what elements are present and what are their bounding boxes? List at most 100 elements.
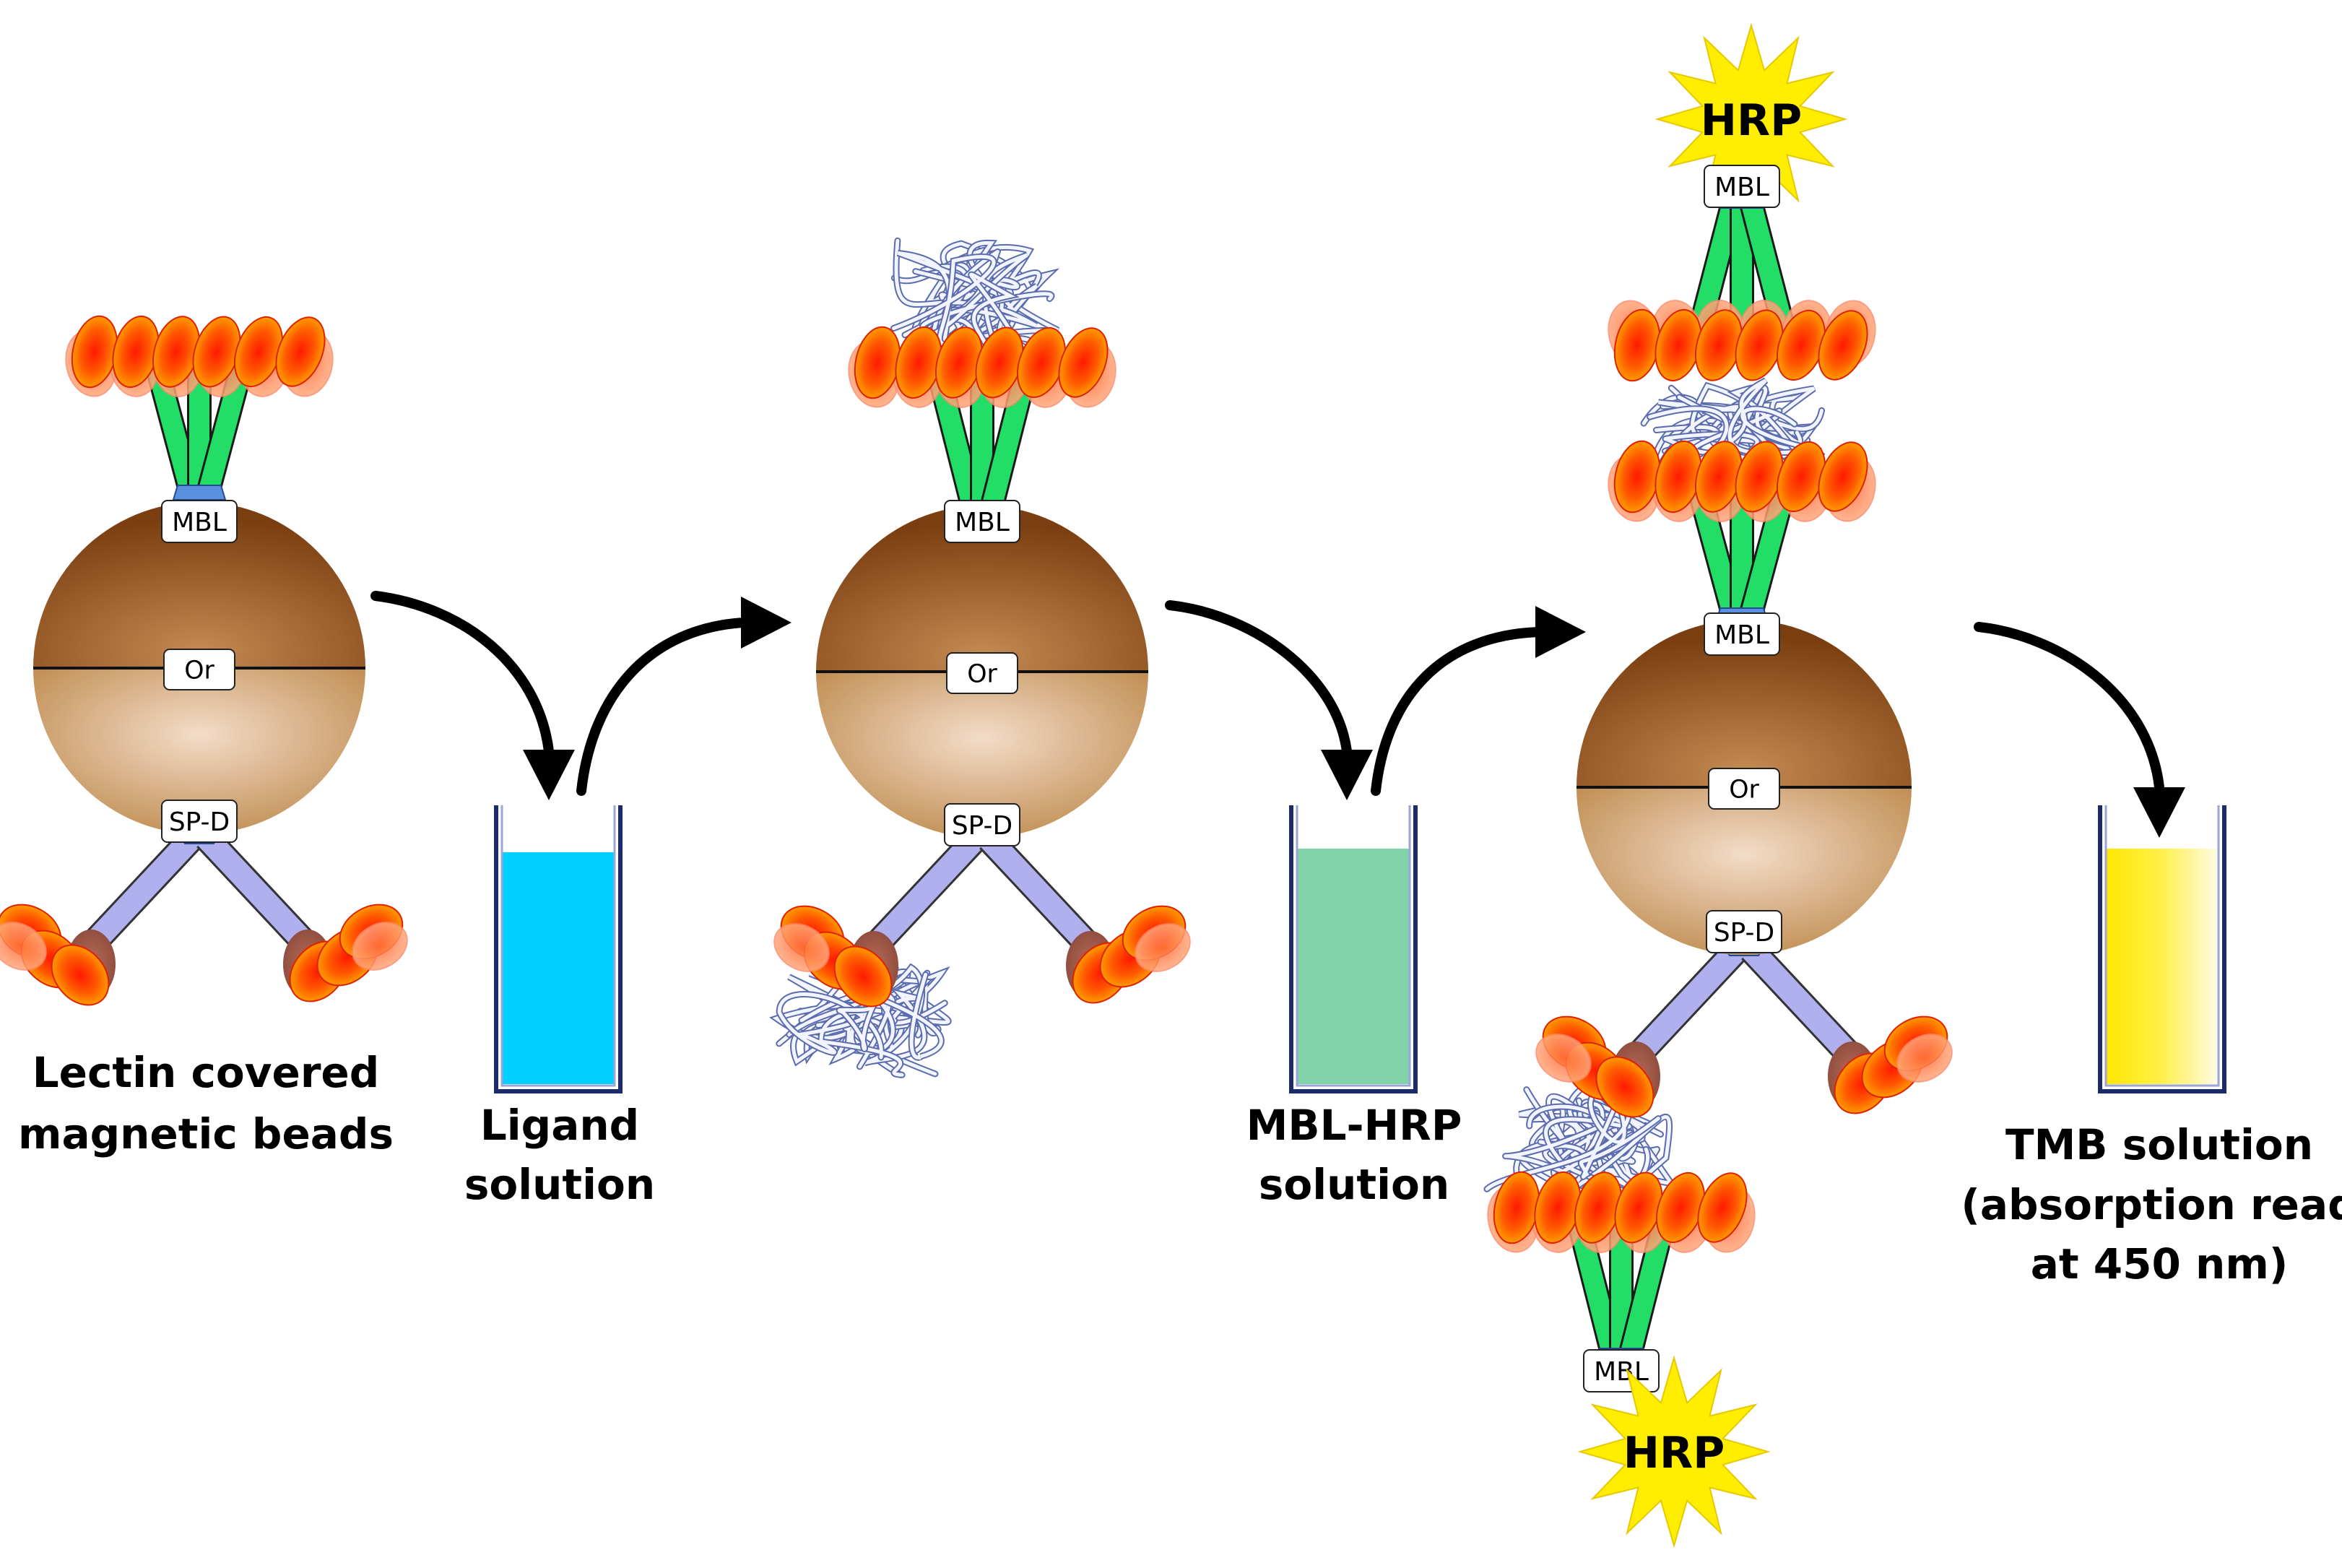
magnetic-bead-2: Or <box>816 506 1148 838</box>
crd-lobe <box>1818 310 1868 381</box>
arrow-to-tmb-well <box>1974 622 2185 838</box>
or-tag: Or <box>946 652 1018 694</box>
label-mblhrp-line1: MBL-HRP <box>1246 1101 1462 1150</box>
hrp-top: HRP <box>1654 22 1848 216</box>
bead-top-half <box>1576 620 1912 787</box>
spd-tag-3-box <box>1706 910 1782 953</box>
spd-tag-2-box <box>944 803 1020 846</box>
mbl-base-connector <box>172 485 227 501</box>
spd-arm <box>1743 942 1865 1070</box>
mbl-tag-1: MBL <box>161 500 238 543</box>
stage-lectin-bead: Or MBL SP-D <box>0 315 408 1006</box>
bead-top-half <box>33 502 365 668</box>
ligand-strand <box>1485 1086 1660 1191</box>
magnetic-bead-1: Or <box>33 502 365 834</box>
or-tag-box <box>1708 768 1780 810</box>
arrow-to-ligand-well <box>370 591 575 800</box>
label-beads-line1: Lectin covered <box>32 1048 380 1097</box>
mbl-hrp-tag-top-text: MBL <box>1714 173 1769 202</box>
or-tag: Or <box>1708 768 1780 810</box>
spd-2 <box>773 817 1191 1008</box>
arrow-head <box>1535 606 1586 658</box>
magnetic-bead-3: Or <box>1576 620 1912 955</box>
arrow-shaft <box>370 591 554 756</box>
mbl-hrp-tag-top-box <box>1704 165 1780 208</box>
arrow-to-stage-3 <box>1371 606 1586 796</box>
spd-tag-2: SP-D <box>944 803 1020 846</box>
crd-lobe <box>833 945 893 1008</box>
hrp-text: HRP <box>1623 1428 1725 1478</box>
solution-liquid <box>502 852 615 1084</box>
bead-bottom-half <box>1576 787 1912 955</box>
crd-lobe <box>1896 1034 1953 1083</box>
crd-lobe <box>0 922 47 971</box>
mbl-multimer-1 <box>65 315 334 502</box>
mbl-hrp-conjugate-bottom <box>1487 1171 1756 1365</box>
mbl-tag-2-text: MBL <box>955 508 1010 537</box>
label-mblhrp-line2: solution <box>1259 1160 1449 1209</box>
mblhrp-solution-well <box>1289 805 1418 1093</box>
solution-liquid <box>1297 849 1410 1084</box>
hrp-bottom: HRP <box>1577 1355 1771 1548</box>
mbl-hrp-tag-top: MBL <box>1704 165 1780 208</box>
well-inner <box>2104 805 2220 1087</box>
spd-arm <box>79 830 201 958</box>
crd-lobe <box>1135 923 1191 972</box>
stage-ligand-bound: Or MBL SP-D <box>769 237 1191 1078</box>
arrow-head <box>523 750 575 800</box>
mbl-tag-3: MBL <box>1704 612 1780 656</box>
ligand-strand <box>777 992 904 1077</box>
crd-lobe <box>352 922 408 971</box>
hrp-text: HRP <box>1701 95 1802 146</box>
arrow-head <box>2133 787 2185 838</box>
spd-tag-1-box <box>161 800 238 843</box>
spd-tag-1: SP-D <box>161 800 238 843</box>
or-tag-text: Or <box>967 659 997 688</box>
mbl-hrp-tag-bottom-text: MBL <box>1594 1357 1649 1387</box>
crd-lobe <box>1818 441 1868 512</box>
arrow-to-stage-2 <box>576 597 791 796</box>
arrow-head <box>741 597 791 649</box>
label-tmb-line2: (absorption read <box>1961 1180 2342 1229</box>
mbl-multimer-2 <box>848 326 1116 520</box>
or-tag: Or <box>163 649 235 690</box>
crd-lobe <box>773 923 830 972</box>
mbl-hrp-tag-bottom: MBL <box>1583 1349 1660 1392</box>
crd-lobe <box>1697 1172 1748 1243</box>
crd-lobe <box>275 316 326 387</box>
crd-lobe <box>51 944 110 1006</box>
mbl-tag-1-text: MBL <box>172 508 227 537</box>
solution-liquid <box>2106 849 2219 1084</box>
spd-arm <box>981 831 1103 959</box>
label-ligand-line1: Ligand <box>480 1101 639 1150</box>
ligand-strand <box>931 250 1038 367</box>
mbl-tag-2: MBL <box>944 500 1020 543</box>
mbl-hrp-tag-bottom-box <box>1583 1349 1660 1392</box>
arrow-shaft <box>1371 627 1543 796</box>
arrow-shaft <box>1165 600 1352 756</box>
spd-tag-2-text: SP-D <box>952 811 1012 841</box>
spd-arm <box>862 831 984 959</box>
well-outline <box>2098 805 2226 1093</box>
tmb-solution-well <box>2098 805 2226 1093</box>
spd-arm <box>1623 942 1745 1070</box>
well-inner <box>500 805 616 1087</box>
arrow-shaft <box>1974 622 2164 792</box>
mbl-tag-3-box <box>1704 612 1780 656</box>
ligand-solution-well <box>494 805 623 1093</box>
spd-tag-1-text: SP-D <box>169 807 230 837</box>
crd-lobe <box>1058 327 1109 398</box>
bead-top-half <box>816 506 1148 672</box>
spd-arm <box>198 830 320 958</box>
or-tag-text: Or <box>184 656 214 685</box>
label-tmb-line1: TMB solution <box>2005 1120 2313 1169</box>
mbl-tag-3-text: MBL <box>1714 620 1769 650</box>
label-ligand-line2: solution <box>464 1160 655 1209</box>
label-tmb-line3: at 450 nm) <box>2031 1239 2289 1288</box>
spd-3 <box>1535 927 1953 1118</box>
spd-tag-3-text: SP-D <box>1714 918 1774 948</box>
crd-lobe <box>1535 1034 1592 1083</box>
